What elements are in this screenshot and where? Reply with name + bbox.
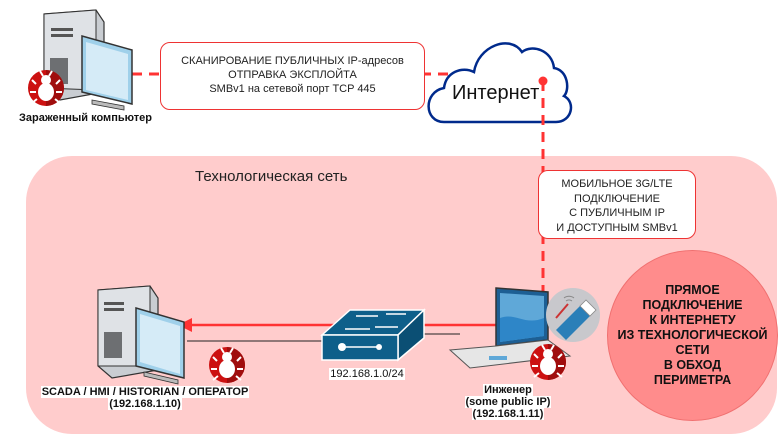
engineer-label-name: Инженер: [483, 384, 533, 396]
engineer-label-ip: (192.168.1.11): [471, 408, 545, 420]
usb-modem-icon: [546, 288, 600, 342]
mobile-callout-line: С ПУБЛИЧНЫМ IP: [569, 207, 665, 219]
bypass-note-line: ПЕРИМЕТРА: [653, 373, 732, 387]
scada-bug-icon: [209, 347, 245, 383]
scan-callout-line: СКАНИРОВАНИЕ ПУБЛИЧНЫХ IP-адресов: [181, 55, 404, 67]
lateral-attack-arrowhead: [178, 318, 192, 332]
scada-label-ip: (192.168.1.10): [108, 398, 182, 410]
cloud-icon: [427, 42, 573, 124]
bypass-note-circle: ПРЯМОЕ ПОДКЛЮЧЕНИЕ К ИНТЕРНЕТУ ИЗ ТЕХНОЛ…: [607, 250, 778, 421]
mobile-callout-line: И ДОСТУПНЫМ SMBv1: [556, 221, 678, 234]
bypass-note-line: К ИНТЕРНЕТУ: [649, 313, 736, 327]
mobile-callout-line: МОБИЛЬНОЕ 3G/LTE: [561, 178, 673, 190]
switch-label: 192.168.1.0/24: [322, 368, 412, 380]
scada-computer-icon: [97, 285, 185, 385]
network-switch-icon: [320, 308, 426, 362]
scada-label-name: SCADA / HMI / HISTORIAN / ОПЕРАТОР: [40, 386, 250, 398]
scan-callout: СКАНИРОВАНИЕ ПУБЛИЧНЫХ IP-адресов ОТПРАВ…: [160, 42, 425, 110]
switch-subnet: 192.168.1.0/24: [329, 368, 405, 380]
infected-computer-label: Зараженный компьютер: [18, 112, 153, 124]
scan-callout-line: ОТПРАВКА ЭКСПЛОЙТА: [228, 69, 357, 81]
mobile-callout: МОБИЛЬНОЕ 3G/LTE ПОДКЛЮЧЕНИЕ С ПУБЛИЧНЫМ…: [538, 170, 696, 239]
bypass-note-line: ИЗ ТЕХНОЛОГИЧЕСКОЙ: [617, 328, 768, 342]
internet-label: Интернет: [452, 82, 540, 104]
scan-callout-line: SMBv1 на сетевой порт TCP 445: [209, 83, 376, 95]
engineer-label-public-ip: (some public IP): [464, 396, 552, 408]
scada-label: SCADA / HMI / HISTORIAN / ОПЕРАТОР (192.…: [30, 386, 260, 410]
tech-network-title: Технологическая сеть: [195, 168, 348, 185]
engineer-bug-icon: [530, 344, 566, 380]
infected-computer-bug-icon: [28, 70, 64, 106]
bypass-note-line: ПРЯМОЕ: [665, 283, 720, 297]
engineer-label: Инженер (some public IP) (192.168.1.11): [448, 384, 568, 420]
bypass-note-line: В ОБХОД: [663, 358, 722, 372]
infected-computer-label-text: Зараженный компьютер: [19, 112, 152, 124]
bypass-note-line: СЕТИ: [675, 343, 710, 357]
mobile-callout-line: ПОДКЛЮЧЕНИЕ: [574, 192, 660, 205]
bypass-note-line: ПОДКЛЮЧЕНИЕ: [642, 298, 743, 312]
